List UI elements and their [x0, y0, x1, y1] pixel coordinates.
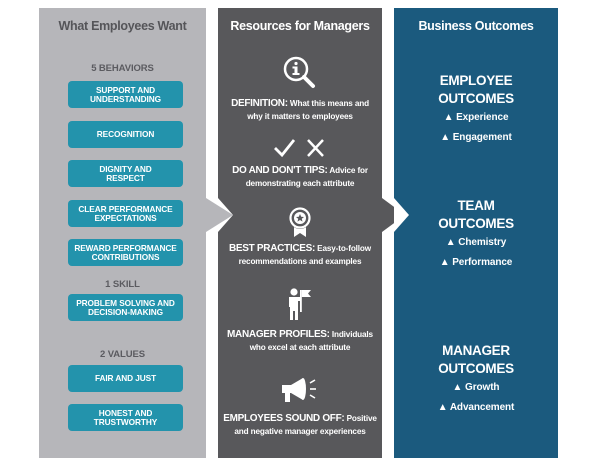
outcome-item-label: Advancement — [449, 402, 515, 413]
team-outcomes-title-line1: TEAM — [457, 198, 495, 213]
outcomes-panel-notch-shape — [394, 198, 409, 232]
behavior-pill: REWARD PERFORMANCE CONTRIBUTIONS — [68, 239, 183, 266]
behavior-pill: SUPPORT AND UNDERSTANDING — [68, 81, 183, 108]
values-label: 2 VALUES — [100, 349, 145, 360]
best-practices-description: BEST PRACTICES: Easy-to-follow recommend… — [218, 242, 382, 268]
outcome-item: ▲ Engagement — [394, 128, 558, 148]
resources-column-title: Resources for Managers — [230, 19, 370, 33]
outcome-item-label: Experience — [456, 112, 509, 123]
outcome-item: ▲ Chemistry — [394, 233, 558, 253]
manager-profiles-lead: MANAGER PROFILES: — [227, 329, 330, 340]
employees-panel-chevron-shape — [39, 8, 233, 458]
do-dont-text-line2: demonstrating each attribute — [245, 179, 355, 188]
best-practices-text-line2: recommendations and examples — [238, 257, 362, 266]
info-magnifier-icon — [218, 54, 382, 90]
best-practices-lead: BEST PRACTICES: — [228, 243, 316, 254]
person-flag-icon — [218, 287, 382, 321]
up-triangle-icon: ▲ — [445, 237, 456, 248]
award-ribbon-icon — [218, 206, 382, 238]
definition-description: DEFINITION: What this means and why it m… — [218, 97, 382, 123]
manager-outcomes-title-line1: MANAGER — [442, 343, 510, 358]
employees-want-panel: What Employees Want 5 BEHAVIORS SUPPORT … — [39, 8, 233, 458]
manager-outcomes-group: MANAGER OUTCOMES ▲ Growth ▲ Advancement — [394, 342, 558, 418]
employee-outcomes-title-line1: EMPLOYEE — [439, 73, 513, 88]
manager-profiles-text-line2: who excel at each attribute — [249, 343, 351, 352]
team-outcomes-title-line2: OUTCOMES — [438, 216, 514, 231]
behaviors-label: 5 BEHAVIORS — [91, 63, 154, 74]
outcome-item-label: Engagement — [452, 132, 512, 143]
manager-profiles-description: MANAGER PROFILES: Individuals who excel … — [218, 328, 382, 354]
up-triangle-icon: ▲ — [439, 257, 450, 268]
behavior-pill: CLEAR PERFORMANCE EXPECTATIONS — [68, 200, 183, 227]
employee-outcomes-group: EMPLOYEE OUTCOMES ▲ Experience ▲ Engagem… — [394, 72, 558, 148]
do-dont-text-line1: Advice for — [327, 166, 368, 175]
sound-off-description: EMPLOYEES SOUND OFF: Positive and negati… — [218, 412, 382, 438]
outcome-item: ▲ Advancement — [394, 398, 558, 418]
best-practices-text-line1: Easy-to-follow — [315, 244, 372, 253]
outcome-item-label: Growth — [465, 382, 500, 393]
skill-pill: PROBLEM SOLVING AND DECISION-MAKING — [68, 294, 183, 321]
team-outcomes-group: TEAM OUTCOMES ▲ Chemistry ▲ Performance — [394, 197, 558, 273]
up-triangle-icon: ▲ — [440, 132, 451, 143]
outcome-item-label: Performance — [452, 257, 513, 268]
sound-off-lead: EMPLOYEES SOUND OFF: — [223, 413, 345, 424]
do-dont-description: DO AND DON'T TIPS: Advice for demonstrat… — [218, 164, 382, 190]
up-triangle-icon: ▲ — [437, 402, 448, 413]
resources-panel-chevron-shape — [218, 8, 405, 458]
value-pill: HONEST AND TRUSTWORTHY — [68, 404, 183, 431]
employee-outcomes-title-line2: OUTCOMES — [438, 91, 514, 106]
behavior-pill: RECOGNITION — [68, 121, 183, 148]
sound-off-text-line1: Positive — [344, 414, 377, 423]
outcome-item: ▲ Experience — [394, 108, 558, 128]
resources-panel: Resources for Managers DEFINITION: What … — [218, 8, 405, 458]
check-and-x-icon — [218, 137, 382, 159]
definition-text-line1: What this means and — [287, 99, 369, 108]
skill-label: 1 SKILL — [105, 279, 140, 290]
sound-off-text-line2: and negative manager experiences — [234, 427, 366, 436]
outcome-item-label: Chemistry — [458, 237, 507, 248]
definition-text-line2: why it matters to employees — [247, 112, 353, 121]
do-dont-lead: DO AND DON'T TIPS: — [232, 165, 328, 176]
employees-column-title: What Employees Want — [58, 19, 187, 33]
definition-lead: DEFINITION: — [231, 98, 288, 109]
manager-outcomes-title-line2: OUTCOMES — [438, 361, 514, 376]
outcome-item: ▲ Performance — [394, 253, 558, 273]
behavior-pill: DIGNITY AND RESPECT — [68, 160, 183, 187]
manager-profiles-text-line1: Individuals — [329, 330, 373, 339]
megaphone-icon — [218, 375, 382, 405]
up-triangle-icon: ▲ — [443, 112, 454, 123]
up-triangle-icon: ▲ — [452, 382, 463, 393]
value-pill: FAIR AND JUST — [68, 365, 183, 392]
business-outcomes-panel: Business Outcomes EMPLOYEE OUTCOMES ▲ Ex… — [394, 8, 558, 458]
outcome-item: ▲ Growth — [394, 378, 558, 398]
outcomes-column-title: Business Outcomes — [418, 19, 534, 33]
